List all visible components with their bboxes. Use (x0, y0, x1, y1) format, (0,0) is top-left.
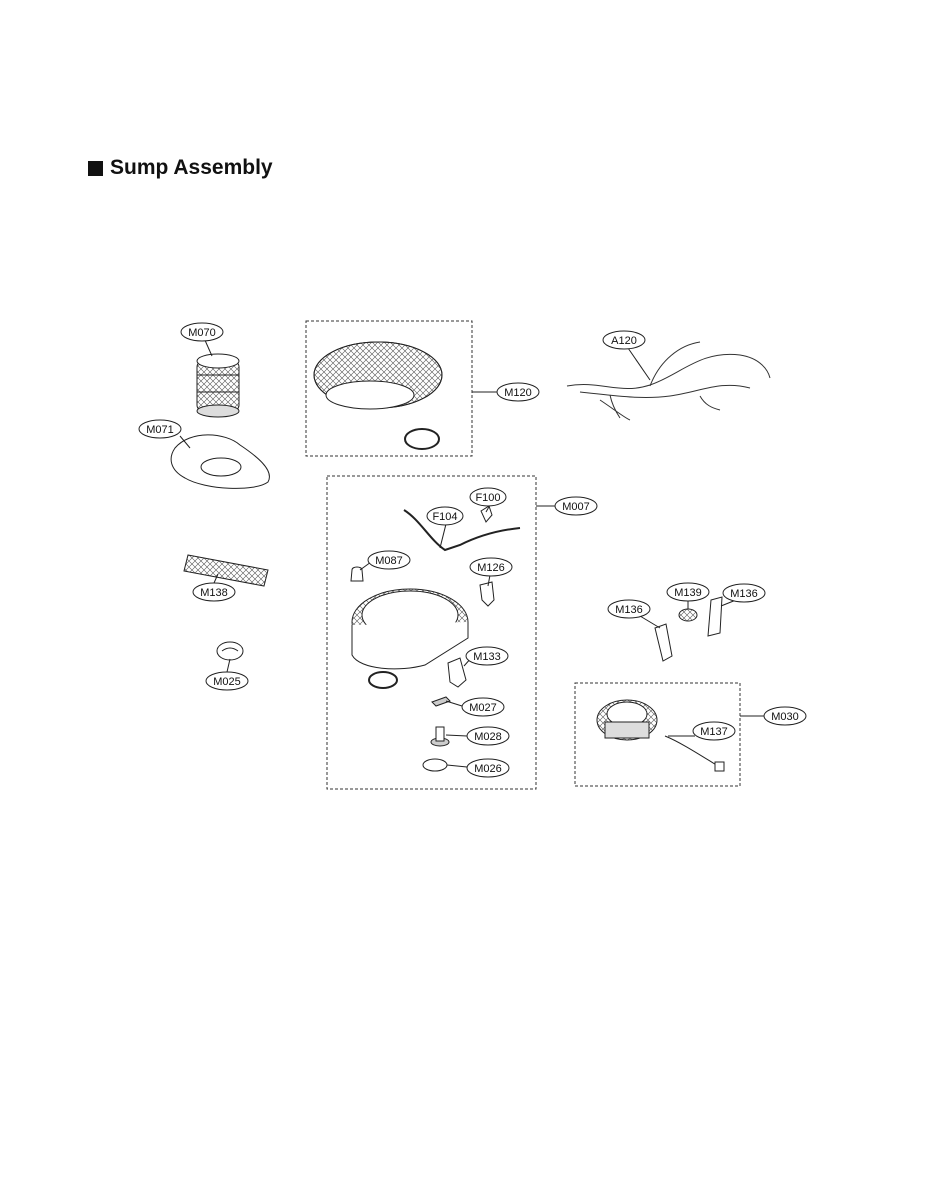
callout-m136-right: M136 (722, 583, 766, 603)
wire-harness-part (566, 341, 771, 421)
filter-cylinder-part (196, 353, 240, 418)
elbow-pipe-part (447, 657, 467, 688)
bracket-part (431, 696, 451, 707)
filter-disk-part (313, 341, 443, 450)
group-box-m030 (574, 682, 741, 787)
svg-text:M136: M136 (730, 588, 758, 600)
callout-m138: M138 (192, 582, 236, 602)
callout-m026: M026 (466, 758, 510, 778)
callout-m025: M025 (205, 671, 249, 691)
svg-text:M126: M126 (477, 562, 505, 574)
callout-m126: M126 (469, 557, 513, 577)
svg-text:M120: M120 (504, 387, 532, 399)
svg-text:M027: M027 (469, 702, 497, 714)
clamp-part (479, 581, 495, 607)
cap-part (422, 758, 448, 772)
svg-text:M007: M007 (562, 501, 590, 513)
section-title-text: Sump Assembly (110, 156, 273, 179)
fitting-part (350, 566, 364, 582)
valve-part (430, 726, 450, 747)
callout-m136-left: M136 (607, 599, 651, 619)
group-box-m120 (305, 320, 473, 457)
sump-body-part (351, 588, 469, 689)
sensor-wire-part (664, 735, 725, 772)
svg-text:M136: M136 (615, 604, 643, 616)
callout-m027: M027 (461, 697, 505, 717)
svg-text:F100: F100 (475, 492, 500, 504)
bracket-right-part (707, 596, 723, 637)
svg-text:M139: M139 (674, 587, 702, 599)
svg-text:M026: M026 (474, 763, 502, 775)
rotor-part (678, 608, 698, 622)
callout-m087: M087 (367, 550, 411, 570)
svg-text:M030: M030 (771, 711, 799, 723)
callout-m028: M028 (466, 726, 510, 746)
callout-f100: F100 (469, 487, 507, 507)
clip-part (480, 505, 493, 523)
svg-text:M087: M087 (375, 555, 403, 567)
callout-m070: M070 (180, 322, 224, 342)
callout-m007: M007 (554, 496, 598, 516)
square-bullet-icon (88, 160, 103, 176)
svg-text:M028: M028 (474, 731, 502, 743)
svg-text:M071: M071 (146, 424, 174, 436)
callout-f104: F104 (426, 506, 464, 526)
svg-text:M138: M138 (200, 587, 228, 599)
svg-text:F104: F104 (432, 511, 457, 523)
gasket-part (170, 434, 270, 489)
callout-m137: M137 (692, 721, 736, 741)
callout-m120: M120 (496, 382, 540, 402)
section-title: Sump Assembly (88, 156, 273, 180)
small-cap-part (216, 641, 244, 661)
svg-text:M133: M133 (473, 651, 501, 663)
svg-text:M137: M137 (700, 726, 728, 738)
callout-a120: A120 (602, 330, 646, 350)
svg-text:A120: A120 (611, 335, 637, 347)
svg-text:M070: M070 (188, 327, 216, 339)
svg-text:M025: M025 (213, 676, 241, 688)
spray-rail-part (403, 509, 521, 552)
callout-m030: M030 (763, 706, 807, 726)
callout-m139: M139 (666, 582, 710, 602)
group-box-m007 (326, 475, 537, 790)
callout-m133: M133 (465, 646, 509, 666)
callout-m071: M071 (138, 419, 182, 439)
motor-part (596, 699, 658, 741)
bracket-left-part (654, 623, 673, 662)
spring-hose-part (183, 554, 269, 587)
